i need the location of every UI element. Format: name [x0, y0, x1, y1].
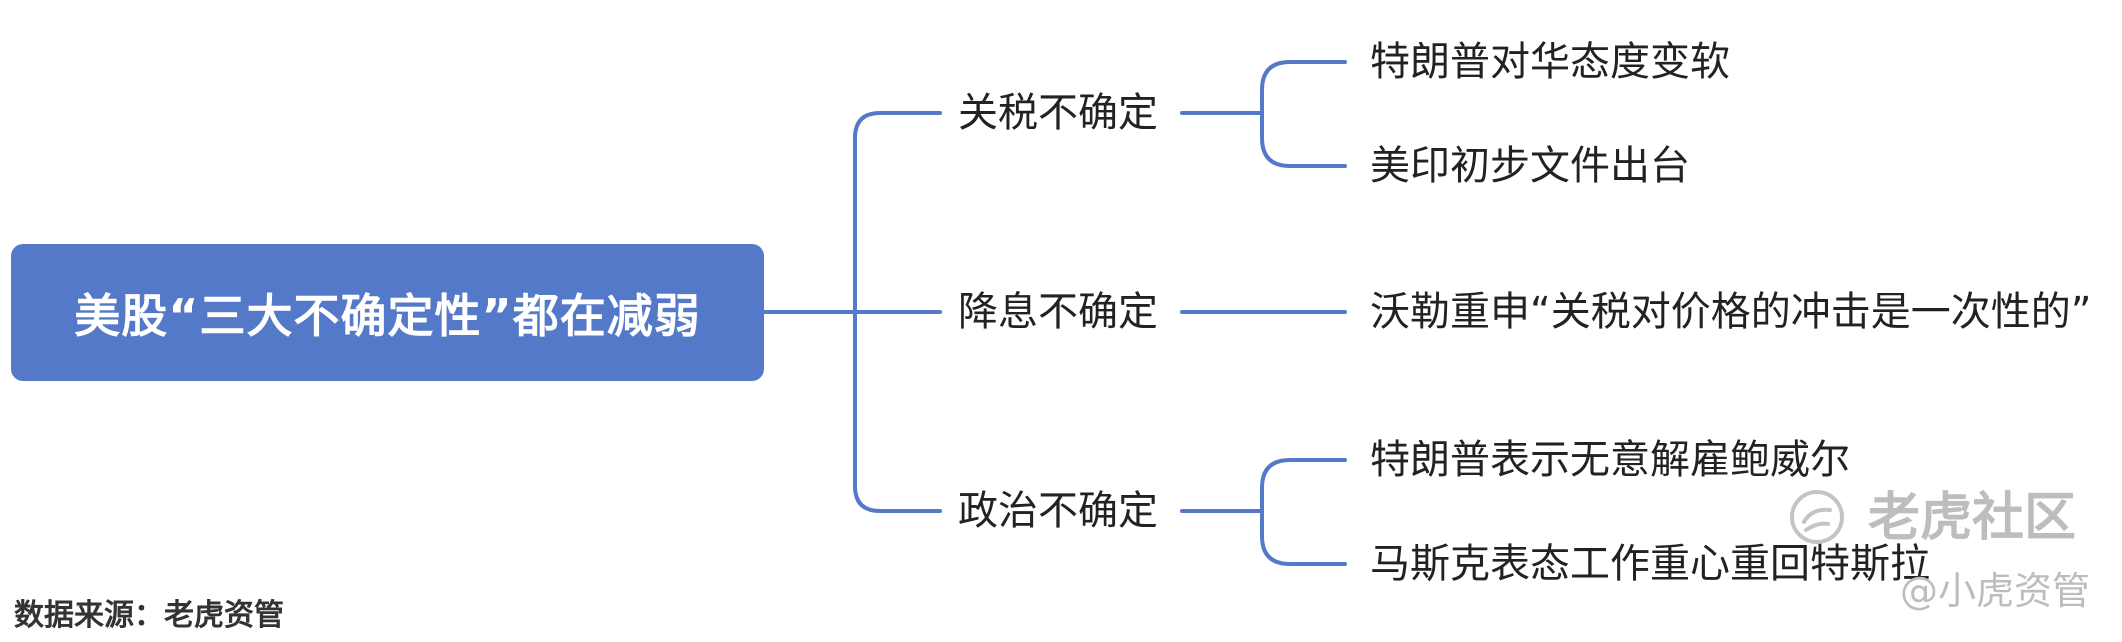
root-node: 美股“三大不确定性”都在减弱 [11, 244, 764, 381]
watermark-handle: @小虎资管 [1900, 569, 2091, 613]
leaf-politics-2: 马斯克表态工作重心重回特斯拉 [1370, 541, 1930, 587]
leaf-rate-cut-1: 沃勒重申“关税对价格的冲击是一次性的” [1370, 289, 2092, 335]
tiger-logo-icon [1790, 490, 1844, 544]
branch-politics: 政治不确定 [958, 488, 1158, 534]
watermark-brand: 老虎社区 [1868, 488, 2077, 548]
branch-tariff: 关税不确定 [958, 90, 1158, 136]
root-label: 美股“三大不确定性”都在减弱 [74, 288, 701, 343]
connector-branch-3-children [1260, 458, 1347, 566]
connector-branch-1-children [1260, 60, 1347, 168]
leaf-politics-1: 特朗普表示无意解雇鲍威尔 [1370, 437, 1850, 483]
leaf-tariff-2: 美印初步文件出台 [1370, 143, 1690, 189]
leaf-tariff-1: 特朗普对华态度变软 [1370, 39, 1730, 85]
branch-rate-cut: 降息不确定 [958, 289, 1158, 335]
source-note: 数据来源：老虎资管 [14, 598, 284, 633]
